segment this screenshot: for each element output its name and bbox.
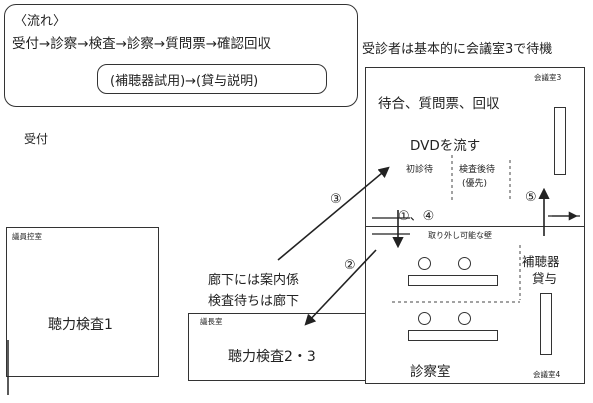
- marker-1-4: ①、④: [398, 209, 435, 224]
- room-label-members-lounge: 議員控室: [12, 232, 42, 241]
- reception-label: 受付: [24, 132, 49, 146]
- arrow-2: [304, 249, 377, 326]
- conf4-table-upper: [408, 275, 498, 286]
- flow-heading: 〈流れ〉: [14, 14, 67, 29]
- conf3-priority: (優先): [462, 179, 488, 189]
- partition-label: 取り外し可能な壁: [428, 231, 492, 240]
- arrow-3: [277, 166, 390, 261]
- marker-2: ②: [344, 258, 356, 273]
- conf4-chair: [418, 257, 431, 270]
- conf4-chair: [458, 257, 471, 270]
- room-name-hearing-test-2-3: 聴力検査2・3: [228, 349, 316, 365]
- marker-3: ③: [330, 192, 342, 207]
- conf4-tall-table: [540, 293, 552, 355]
- hallway-note-guide: 廊下には案内係: [208, 273, 300, 288]
- room-label-chairman: 議長室: [200, 317, 223, 326]
- conf4-hearing-aid-2: 貸与: [532, 271, 558, 286]
- room-label-conf-4: 会議室4: [533, 370, 561, 379]
- room-conference-4: [365, 226, 585, 384]
- conf4-table-lower: [408, 330, 498, 341]
- conf3-dvd: DVDを流す: [410, 138, 481, 154]
- flow-optional: (補聴器試用)→(貸与説明): [110, 74, 259, 89]
- conf4-chair: [458, 312, 471, 325]
- room-name-hearing-test-1: 聴力検査1: [48, 317, 113, 333]
- flow-steps: 受付→診察→検査→診察→質問票→確認回収: [12, 36, 272, 52]
- room-hearing-test-1: [6, 227, 159, 377]
- room-hearing-test-2-3: [188, 313, 366, 381]
- conf3-tall-table: [554, 107, 566, 175]
- waiting-room-note: 受診者は基本的に会議室3で待機: [362, 42, 553, 57]
- flow-optional-box: [97, 64, 327, 94]
- conf3-first-visit-wait: 初診待: [406, 165, 434, 175]
- room-label-conf-3: 会議室3: [534, 73, 562, 82]
- marker-5: ⑤: [525, 190, 537, 205]
- conf3-after-test-wait: 検査後待: [459, 165, 496, 175]
- hallway-note-wait: 検査待ちは廊下: [208, 294, 300, 309]
- conf4-exam-room: 診察室: [410, 364, 451, 380]
- conf4-hearing-aid-1: 補聴器: [522, 254, 560, 269]
- conf3-title: 待合、質問票、回収: [378, 96, 500, 112]
- conf4-chair: [418, 312, 431, 325]
